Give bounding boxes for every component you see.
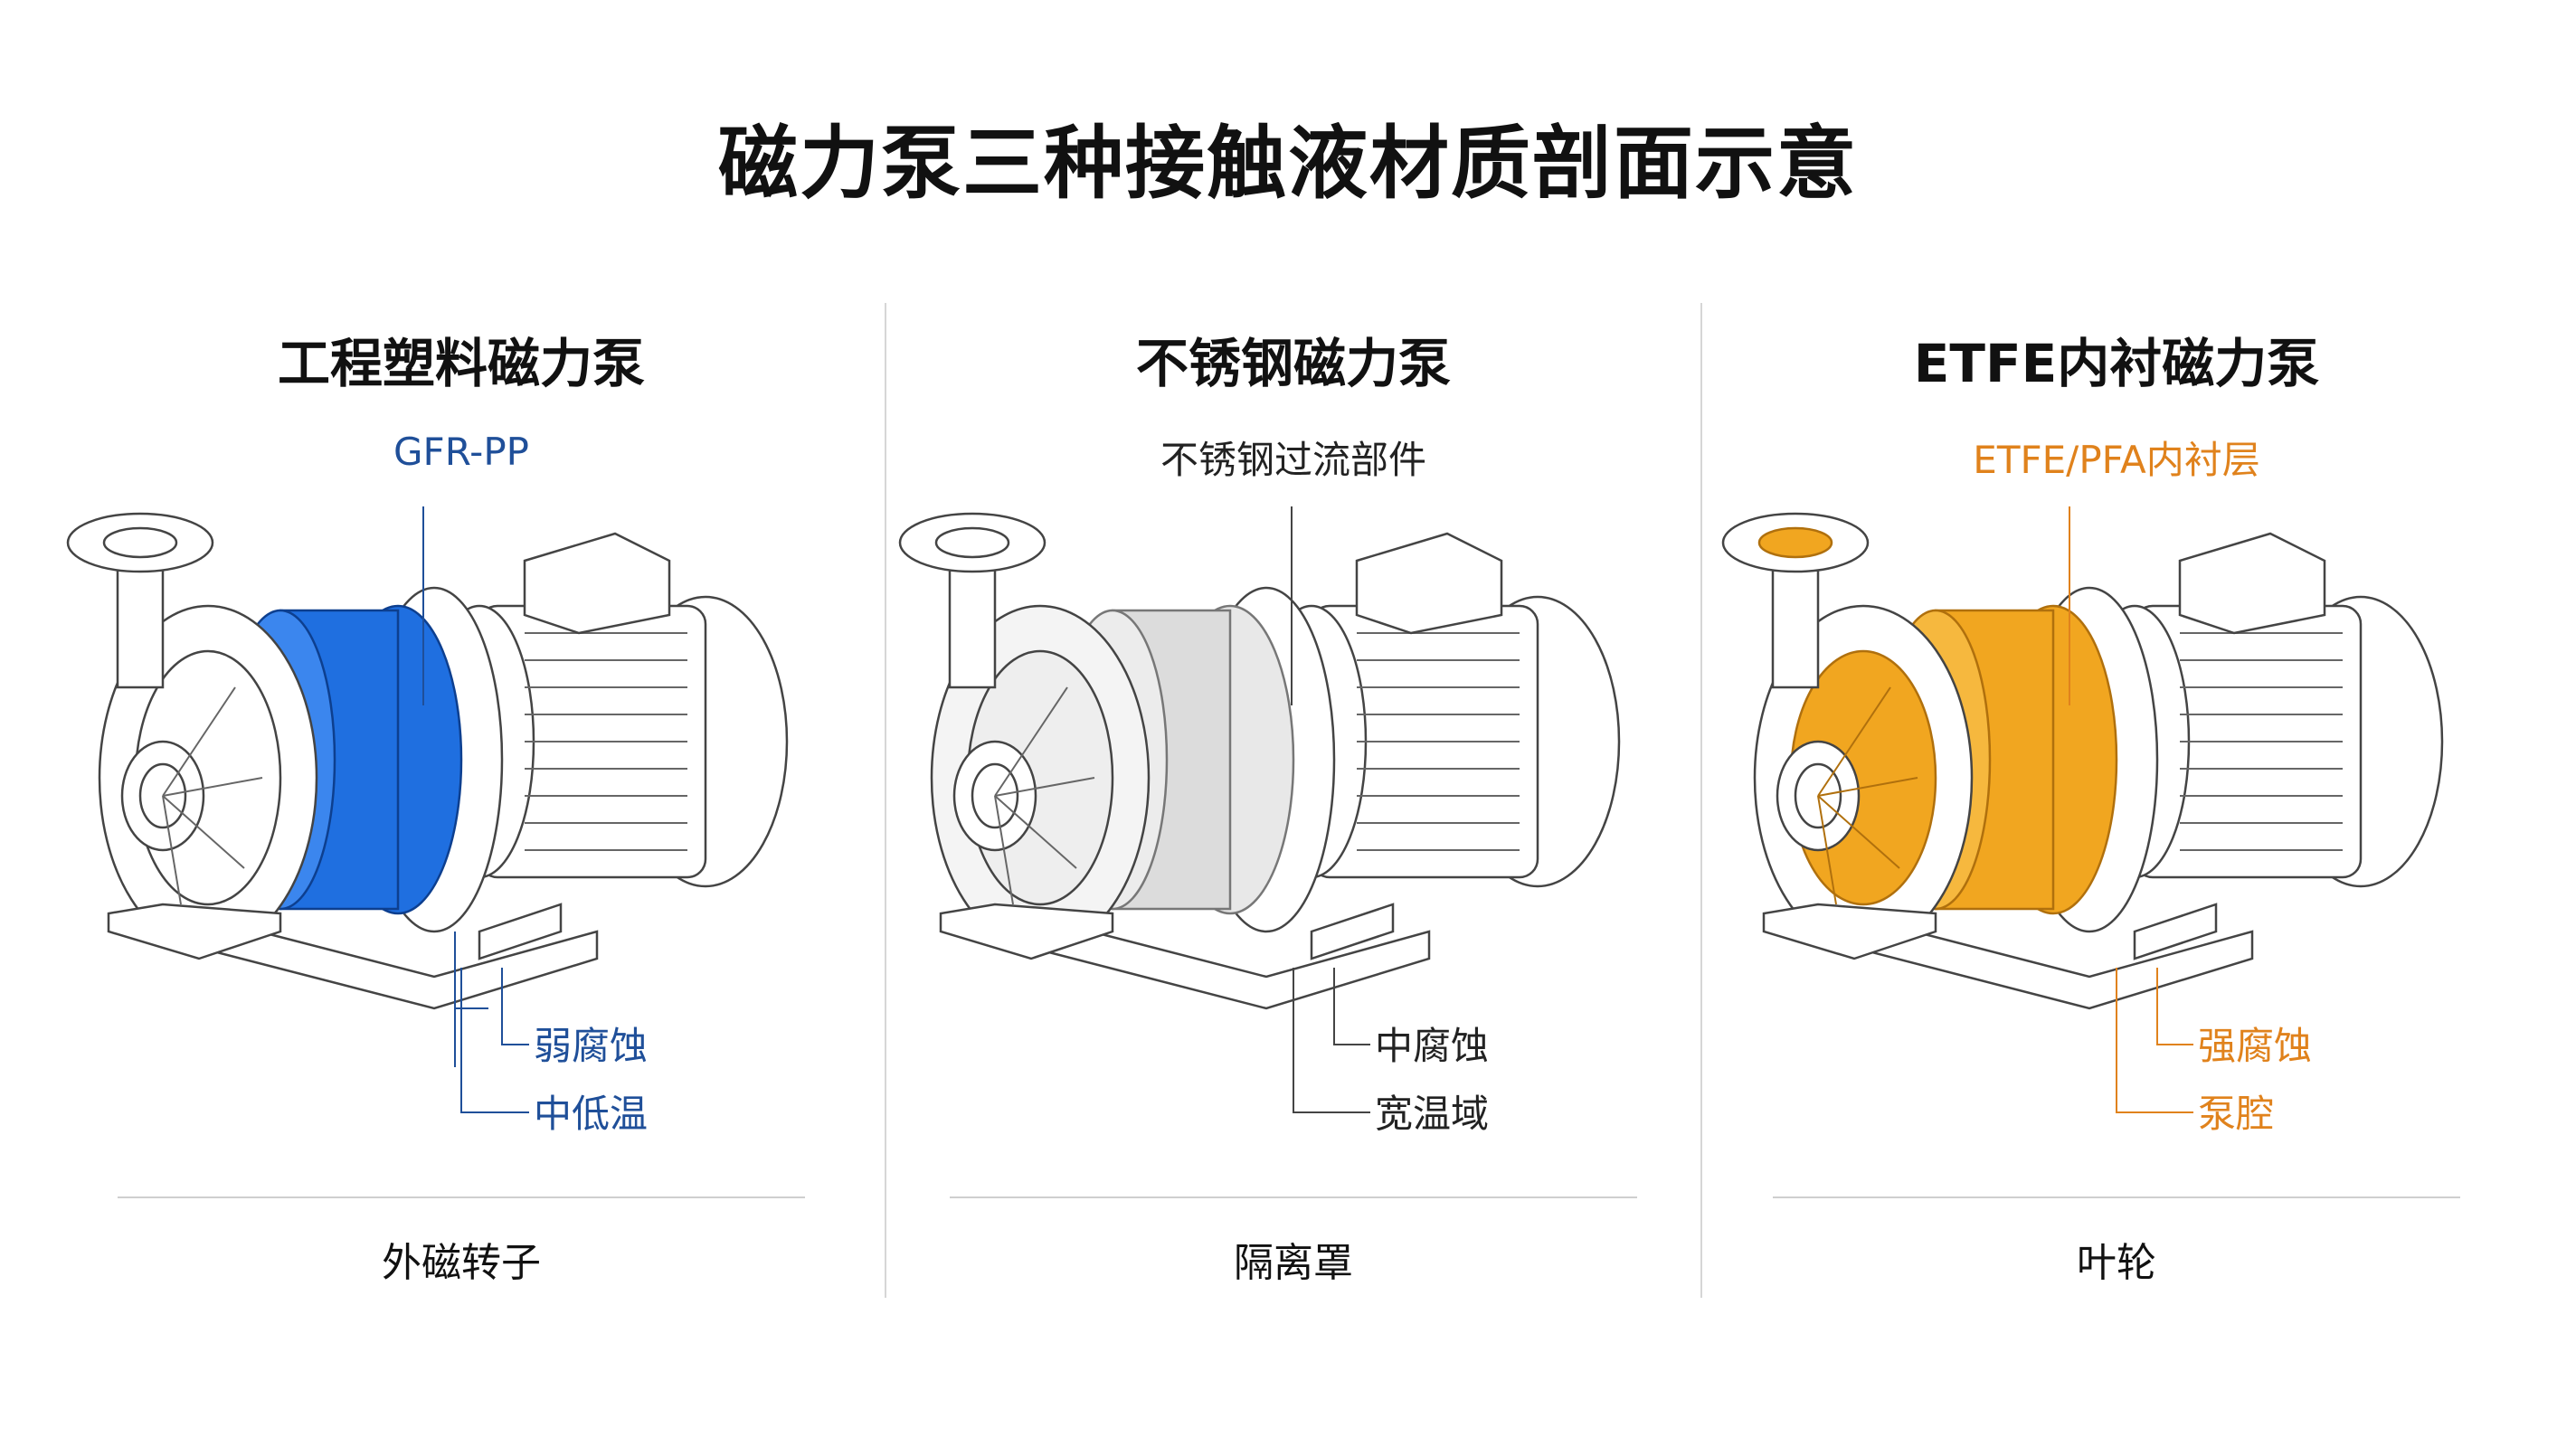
material-label: GFR-PP xyxy=(393,430,529,474)
bottom-rule xyxy=(1773,1196,2460,1198)
panel-divider-2 xyxy=(1700,303,1702,1298)
material-label: 不锈钢过流部件 xyxy=(1160,438,1426,482)
panel-divider-1 xyxy=(885,303,886,1298)
panel-stainless-pump: 不锈钢磁力泵 不锈钢过流部件 xyxy=(886,0,1700,1447)
part-label: 隔离罩 xyxy=(1234,1240,1353,1286)
callout-temperature: 中低温 xyxy=(534,1092,649,1136)
bottom-rule xyxy=(118,1196,805,1198)
panel-plastic-pump: 工程塑料磁力泵 GFR-PP xyxy=(54,0,868,1447)
page-title: 磁力泵三种接触液材质剖面示意 xyxy=(717,117,1858,210)
panel-title: 不锈钢磁力泵 xyxy=(1135,333,1451,394)
material-label: ETFE/PFA内衬层 xyxy=(1973,438,2260,482)
bottom-rule xyxy=(950,1196,1637,1198)
pump-illustration xyxy=(898,506,1621,1010)
panel-etfe-pump: ETFE内衬磁力泵 ETFE/PFA内衬层 xyxy=(1709,0,2524,1447)
part-label: 叶轮 xyxy=(2077,1240,2156,1286)
callout-temperature: 宽温域 xyxy=(1375,1092,1490,1136)
panel-title: 工程塑料磁力泵 xyxy=(277,333,645,394)
callout-corrosion: 强腐蚀 xyxy=(2198,1024,2313,1068)
panel-title: ETFE内衬磁力泵 xyxy=(1913,333,2320,394)
callout-leaders xyxy=(1293,968,1370,1113)
callout-corrosion: 中腐蚀 xyxy=(1375,1024,1490,1068)
part-label: 外磁转子 xyxy=(382,1240,541,1286)
callout-leaders xyxy=(460,968,529,1113)
pump-illustration xyxy=(66,506,789,1067)
pump-illustration xyxy=(1721,506,2444,1010)
callout-leaders xyxy=(2116,968,2193,1113)
callout-cavity: 泵腔 xyxy=(2198,1092,2275,1136)
callout-corrosion: 弱腐蚀 xyxy=(534,1024,649,1068)
